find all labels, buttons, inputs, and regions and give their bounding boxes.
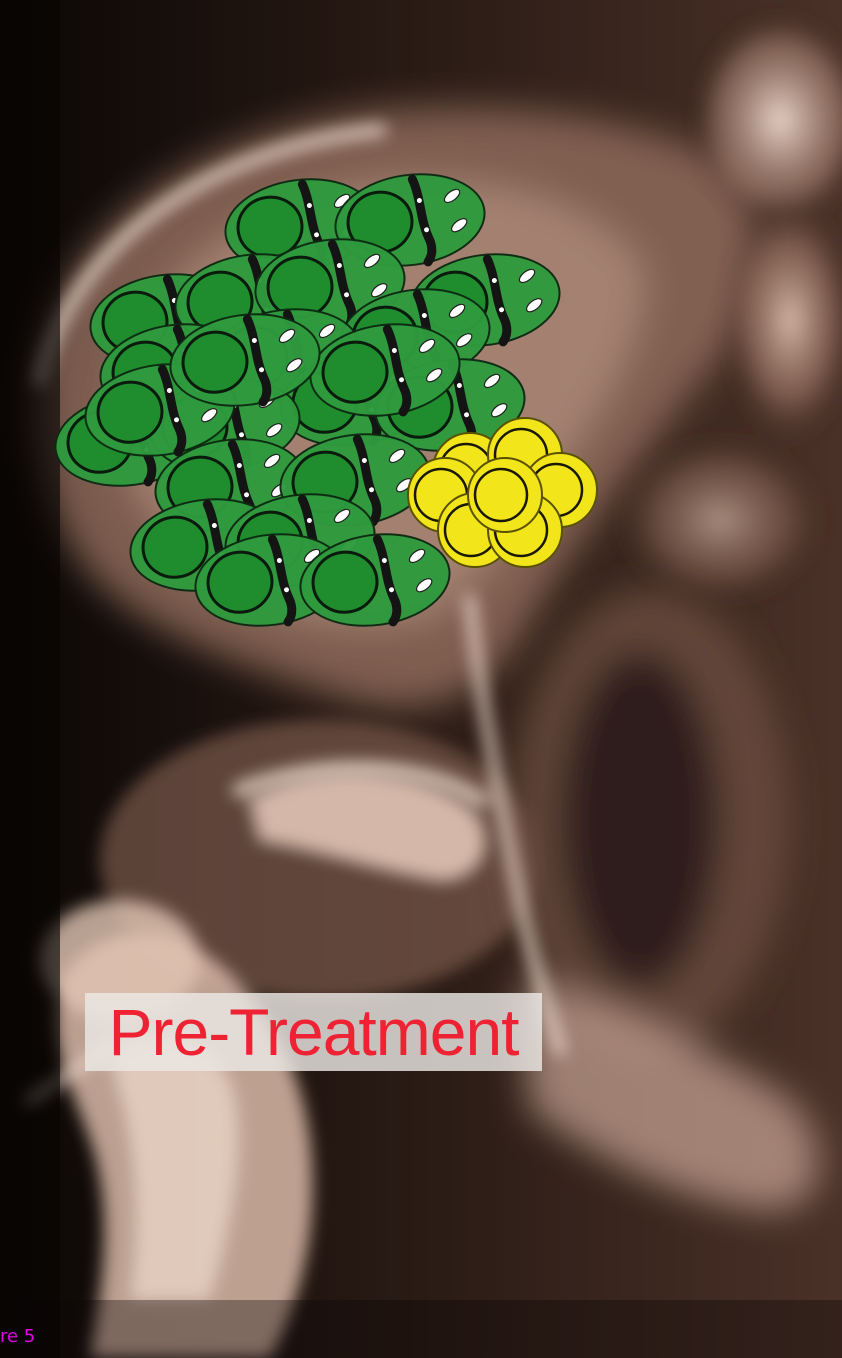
figure-caption-fragment: re 5 [0,1328,35,1346]
pre-treatment-label-box: Pre-Treatment [85,993,542,1071]
yellow-cell [468,458,542,532]
pre-treatment-label: Pre-Treatment [108,999,518,1065]
